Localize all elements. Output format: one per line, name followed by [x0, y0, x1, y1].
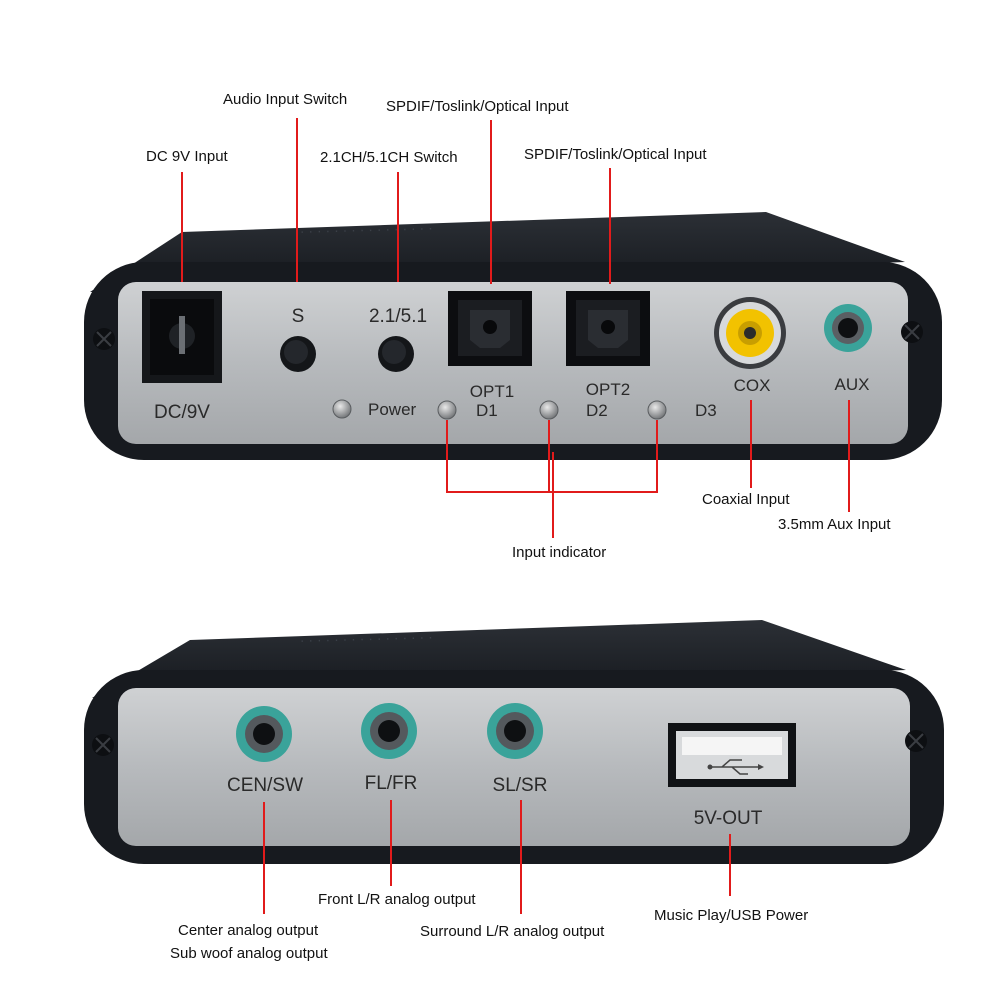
screw-icon — [93, 328, 115, 350]
screw-icon — [905, 730, 927, 752]
optical-input-1-port[interactable] — [448, 291, 532, 366]
dc-power-jack[interactable] — [142, 291, 222, 383]
coaxial-input-jack[interactable] — [714, 297, 786, 369]
usb-panel-label: 5V-OUT — [694, 808, 763, 829]
front-unit: · · · · · · · · · · · · · · · · DC/9V S … — [84, 212, 942, 460]
dc-input-callout: DC 9V Input — [146, 148, 229, 165]
channel-switch-callout: 2.1CH/5.1CH Switch — [320, 149, 458, 166]
d3-led — [647, 400, 667, 420]
audio-input-switch-button[interactable] — [280, 336, 316, 372]
aux-callout: 3.5mm Aux Input — [778, 516, 891, 533]
sl-sr-panel-label: SL/SR — [493, 775, 548, 796]
spdif1-callout: SPDIF/Toslink/Optical Input — [386, 98, 569, 115]
cen-sw-output-jack[interactable] — [236, 706, 292, 762]
center-callout: Center analog output — [178, 922, 319, 939]
usb-port[interactable] — [668, 723, 796, 787]
s-panel-label: S — [292, 306, 305, 327]
d1-panel-label: D1 — [476, 401, 498, 420]
usb-callout: Music Play/USB Power — [654, 907, 808, 924]
indicator-callout: Input indicator — [512, 544, 606, 561]
channel-switch-button[interactable] — [378, 336, 414, 372]
d3-panel-label: D3 — [695, 401, 717, 420]
back-unit: · · · · · · · · · · · · · · · · CEN/SW F… — [84, 620, 944, 864]
screw-icon — [901, 321, 923, 343]
usb-icon — [707, 759, 764, 775]
cen-sw-panel-label: CEN/SW — [227, 775, 303, 796]
screw-icon — [92, 734, 114, 756]
front-lr-callout: Front L/R analog output — [318, 891, 476, 908]
cox-panel-label: COX — [734, 376, 771, 395]
dc-panel-label: DC/9V — [154, 402, 210, 423]
power-led — [332, 399, 352, 419]
aux-panel-label: AUX — [835, 375, 870, 394]
surround-callout: Surround L/R analog output — [420, 923, 605, 940]
indicator-bracket — [446, 420, 658, 538]
front-top-engraving: · · · · · · · · · · · · · · · · — [300, 220, 433, 239]
subwoof-callout: Sub woof analog output — [170, 945, 328, 962]
back-callouts: Center analog output Sub woof analog out… — [170, 800, 808, 962]
fl-fr-output-jack[interactable] — [361, 703, 417, 759]
d1-led — [437, 400, 457, 420]
coaxial-callout: Coaxial Input — [702, 491, 790, 508]
opt2-panel-label: OPT2 — [586, 380, 630, 399]
front-callouts: DC 9V Input Audio Input Switch 2.1CH/5.1… — [146, 91, 891, 561]
audio-switch-callout: Audio Input Switch — [223, 91, 347, 108]
back-top-engraving: · · · · · · · · · · · · · · · · — [300, 629, 433, 648]
power-panel-label: Power — [368, 400, 417, 419]
optical-input-2-port[interactable] — [566, 291, 650, 366]
spdif2-callout: SPDIF/Toslink/Optical Input — [524, 146, 707, 163]
aux-input-jack[interactable] — [824, 304, 872, 352]
sl-sr-output-jack[interactable] — [487, 703, 543, 759]
channel-panel-label: 2.1/5.1 — [369, 306, 427, 327]
d2-panel-label: D2 — [586, 401, 608, 420]
d2-led — [539, 400, 559, 420]
fl-fr-panel-label: FL/FR — [365, 773, 418, 794]
opt1-panel-label: OPT1 — [470, 382, 514, 401]
